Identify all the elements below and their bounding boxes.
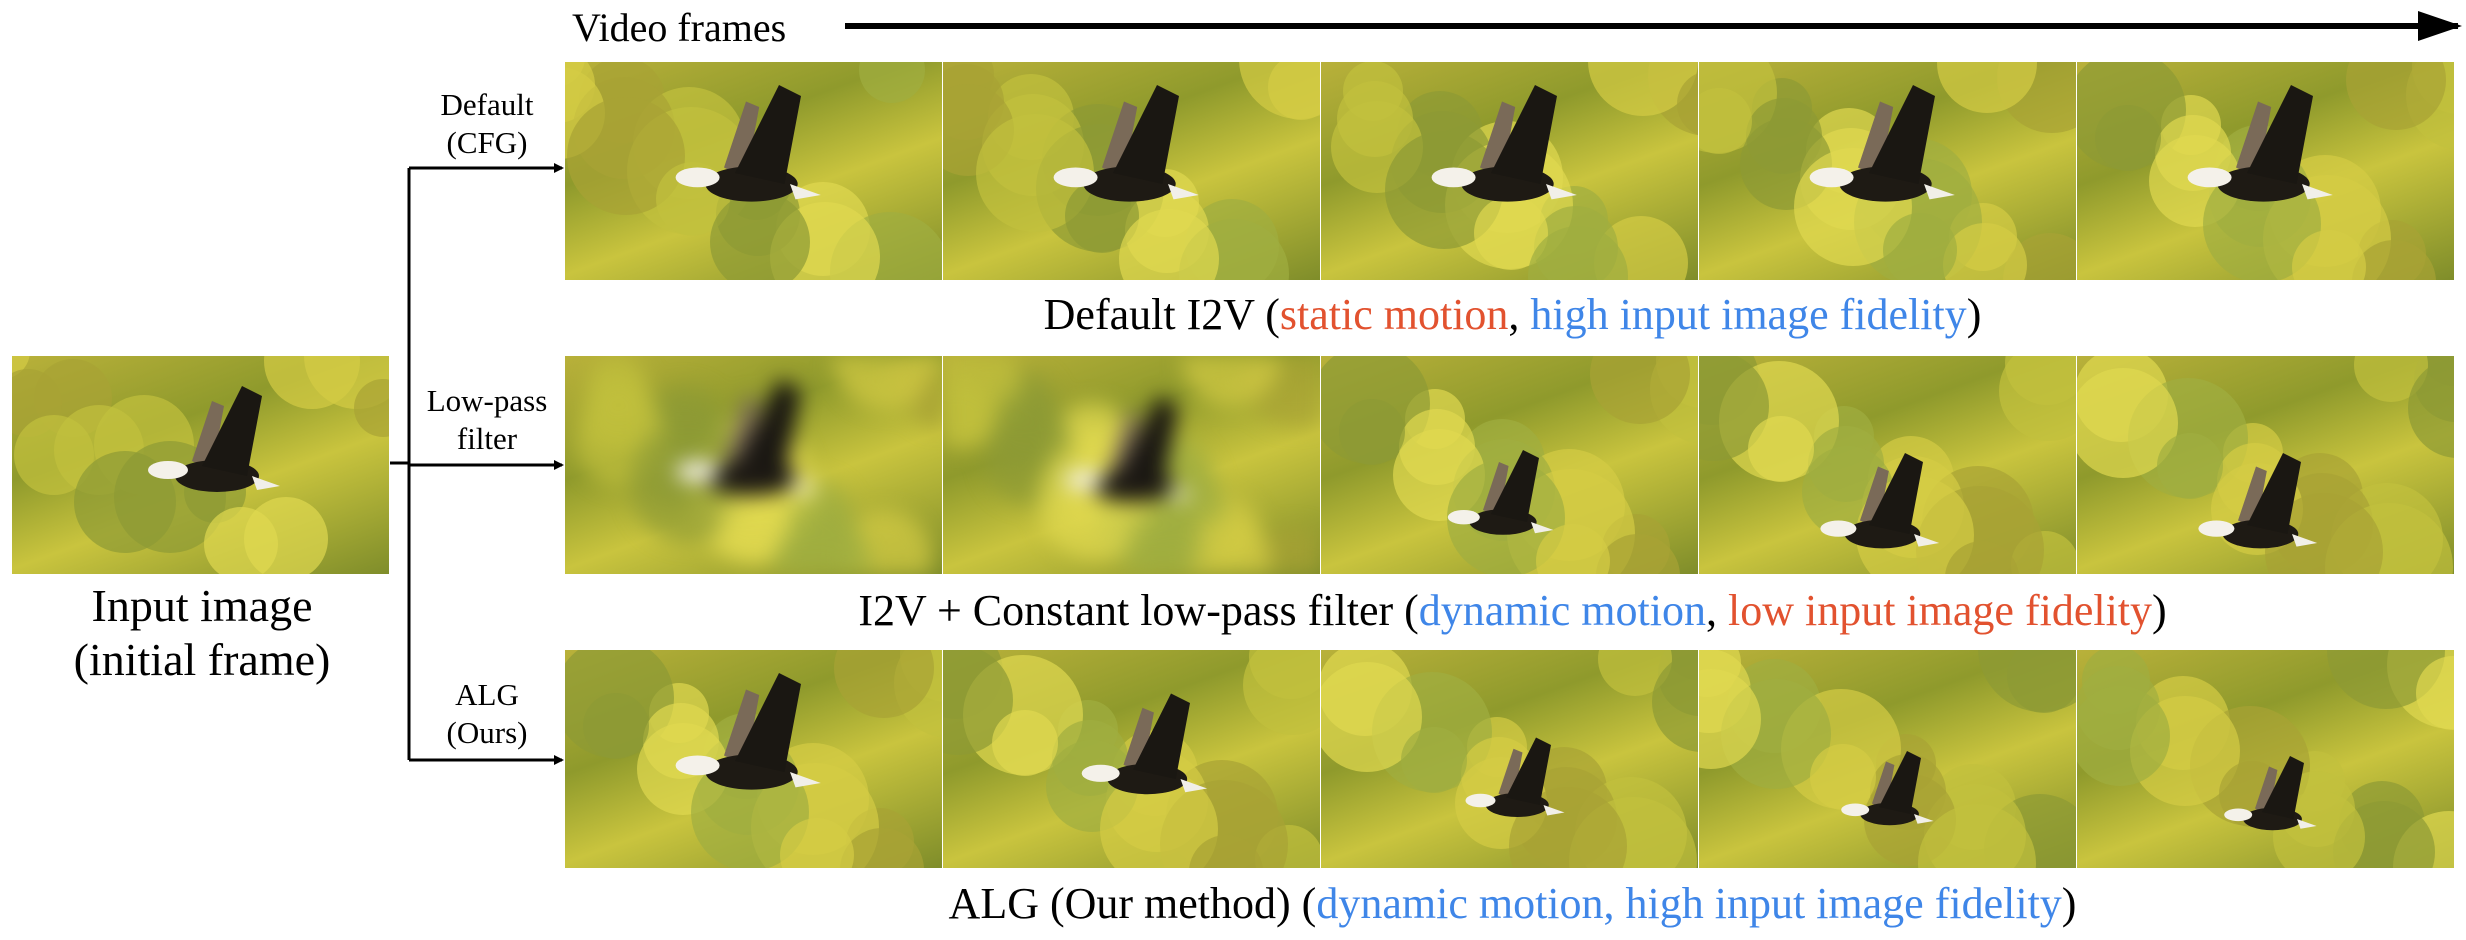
input-image (12, 356, 389, 574)
branch-label-lowpass: Low-pass filter (412, 382, 562, 458)
eagle-figure (1809, 85, 1955, 202)
video-frames-label: Video frames (572, 5, 787, 50)
video-frame (1699, 356, 2076, 574)
caption-sep: , (1705, 586, 1728, 635)
caption-main: Default I2V ( (1043, 290, 1280, 339)
caption-main: I2V + Constant low-pass filter ( (858, 586, 1419, 635)
caption-alg: ALG (Our method) (dynamic motion, high i… (565, 879, 2460, 929)
eagle-figure (1053, 85, 1199, 202)
eagle-figure (1081, 693, 1208, 795)
eagle-figure (675, 673, 821, 790)
caption-end: ) (1966, 290, 1982, 339)
input-label-line1: Input image (91, 580, 313, 631)
video-frame (2077, 62, 2454, 280)
video-frame (1321, 62, 1698, 280)
video-frame (943, 356, 1320, 574)
caption-end: ) (2061, 879, 2077, 928)
eagle-figure (148, 386, 280, 492)
branch-label-line2: (CFG) (446, 125, 528, 160)
eagle-figure (675, 85, 821, 202)
input-label-line2: (initial frame) (73, 634, 331, 685)
video-frame (565, 62, 942, 280)
branch-label-line2: filter (456, 421, 518, 456)
caption-highlight-a: static motion (1279, 290, 1509, 339)
video-frame (943, 62, 1320, 280)
eagle-figure (2198, 453, 2318, 549)
eagle-figure (2187, 85, 2333, 202)
video-frame (1699, 62, 2076, 280)
video-frame (2077, 650, 2454, 868)
branch-label-line1: ALG (455, 677, 519, 712)
eagle-figure (1447, 450, 1554, 535)
video-frame (1699, 650, 2076, 868)
video-frame (943, 650, 1320, 868)
eagle-figure (2224, 756, 2317, 831)
eagle-figure (1820, 453, 1940, 549)
eagle-figure (1064, 396, 1196, 502)
caption-highlight-a: dynamic motion, high input image fidelit… (1316, 879, 2062, 928)
caption-end: ) (2152, 586, 2167, 635)
branch-label-line2: (Ours) (446, 715, 528, 750)
caption-default: Default I2V (static motion, high input i… (565, 290, 2460, 340)
branch-label-line1: Default (440, 87, 534, 122)
eagle-figure (1465, 737, 1565, 817)
video-frame (565, 650, 942, 868)
video-frame (2077, 356, 2454, 574)
eagle-figure (675, 379, 821, 496)
video-frame (1321, 650, 1698, 868)
video-frame (565, 356, 942, 574)
eagle-figure (1841, 751, 1934, 826)
branch-label-default: Default (CFG) (412, 86, 562, 162)
eagle-figure (1431, 85, 1577, 202)
caption-highlight-b: low input image fidelity (1727, 586, 2153, 635)
branch-label-line1: Low-pass (426, 383, 548, 418)
input-image-label: Input image (initial frame) (12, 579, 392, 687)
caption-highlight-a: dynamic motion (1418, 586, 1706, 635)
caption-sep: , (1508, 290, 1531, 339)
caption-main: ALG (Our method) ( (948, 879, 1317, 928)
video-frame (1321, 356, 1698, 574)
caption-highlight-b: high input image fidelity (1530, 290, 1967, 339)
branch-label-alg: ALG (Ours) (412, 676, 562, 752)
caption-lowpass: I2V + Constant low-pass filter (dynamic … (565, 586, 2460, 636)
